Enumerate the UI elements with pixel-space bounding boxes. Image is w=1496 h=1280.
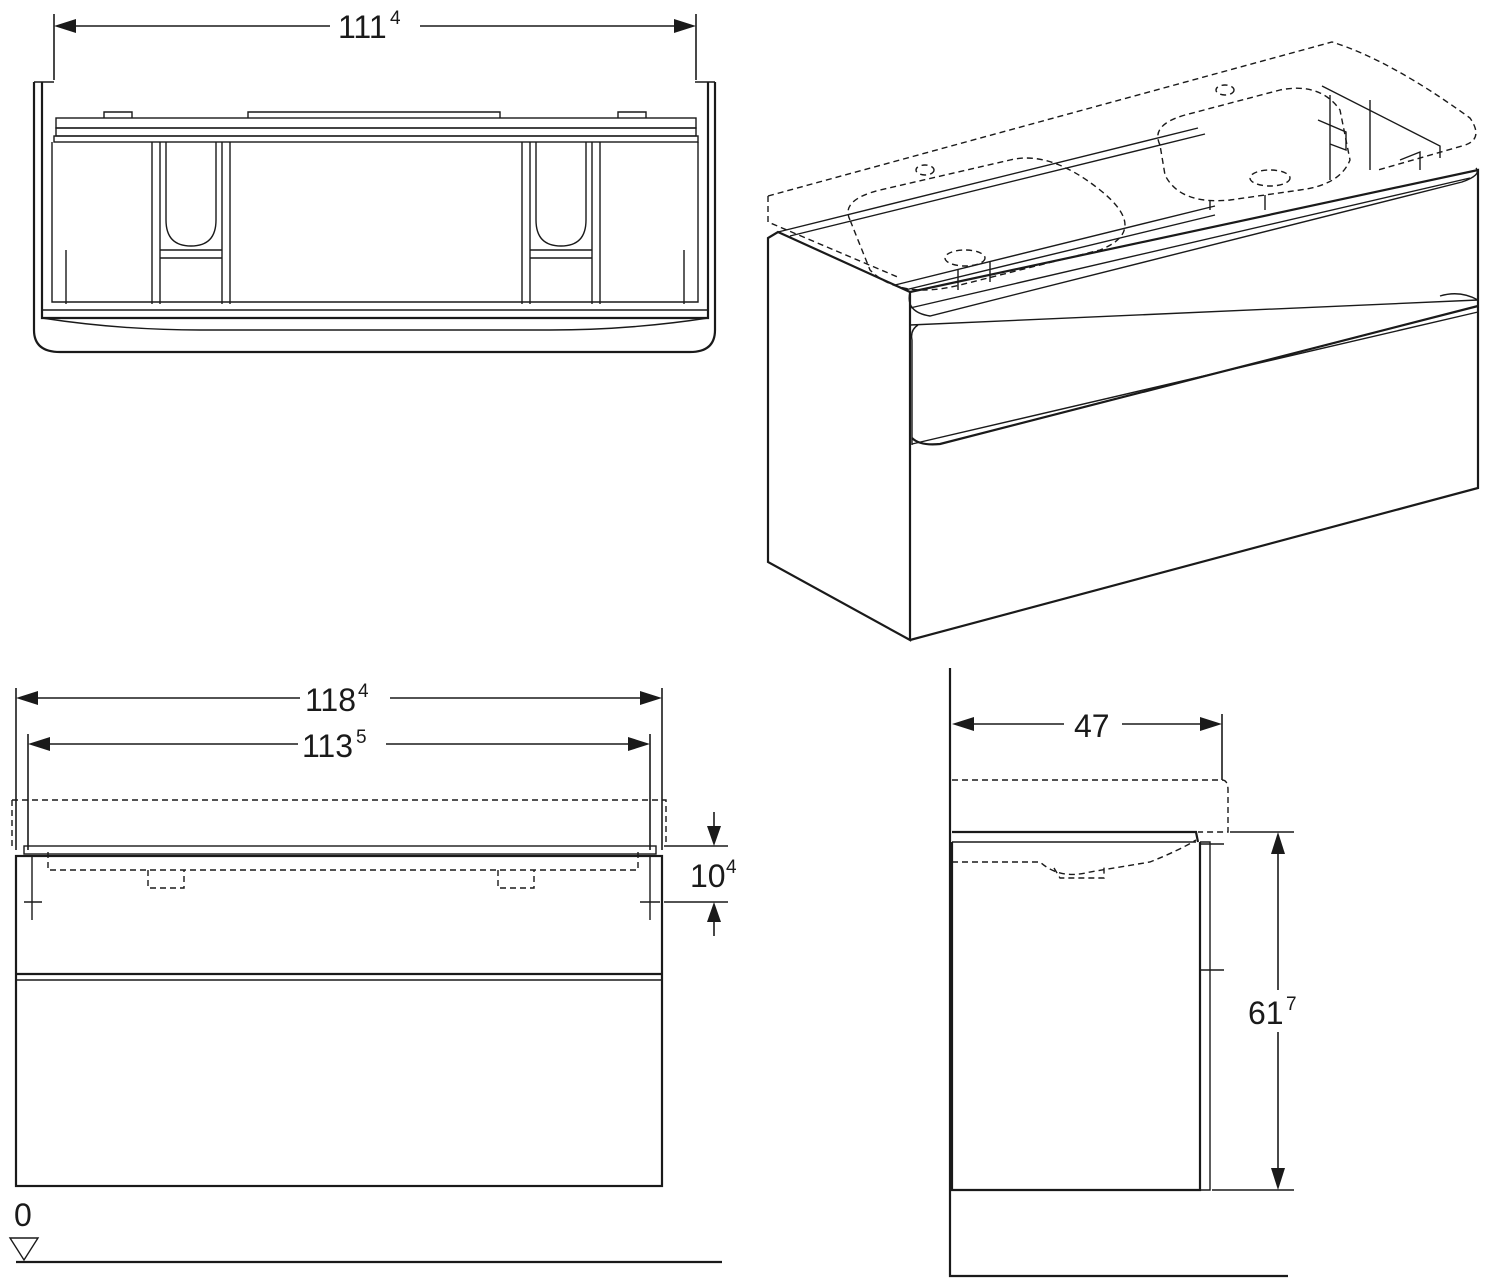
floor-level-marker: 0 [14, 1197, 32, 1233]
inner-width-label: 113 [302, 728, 353, 764]
height-label: 61 [1248, 995, 1284, 1031]
dimension-height: 61 7 [1212, 831, 1310, 1191]
dimension-drawer-offset: 10 4 [664, 812, 737, 936]
dimension-outer-width: 118 4 [15, 678, 663, 850]
top-view [32, 81, 717, 354]
top-width-superscript: 4 [390, 8, 401, 29]
floor-level-label: 0 [14, 1197, 32, 1233]
depth-label: 47 [1074, 708, 1110, 744]
drawer-offset-label: 10 [690, 858, 726, 894]
top-width-label: 111 [338, 9, 387, 45]
outer-width-superscript: 4 [358, 681, 369, 702]
drawer-offset-superscript: 4 [726, 857, 737, 878]
isometric-view [766, 41, 1480, 642]
outer-width-label: 118 [305, 682, 356, 718]
dimension-inner-width: 113 5 [27, 724, 651, 850]
height-superscript: 7 [1286, 994, 1297, 1015]
dimension-top-width: 111 4 [53, 6, 697, 80]
front-view [8, 799, 722, 1264]
inner-width-superscript: 5 [356, 727, 367, 748]
dimension-depth: 47 [952, 704, 1223, 780]
side-view [948, 668, 1288, 1278]
